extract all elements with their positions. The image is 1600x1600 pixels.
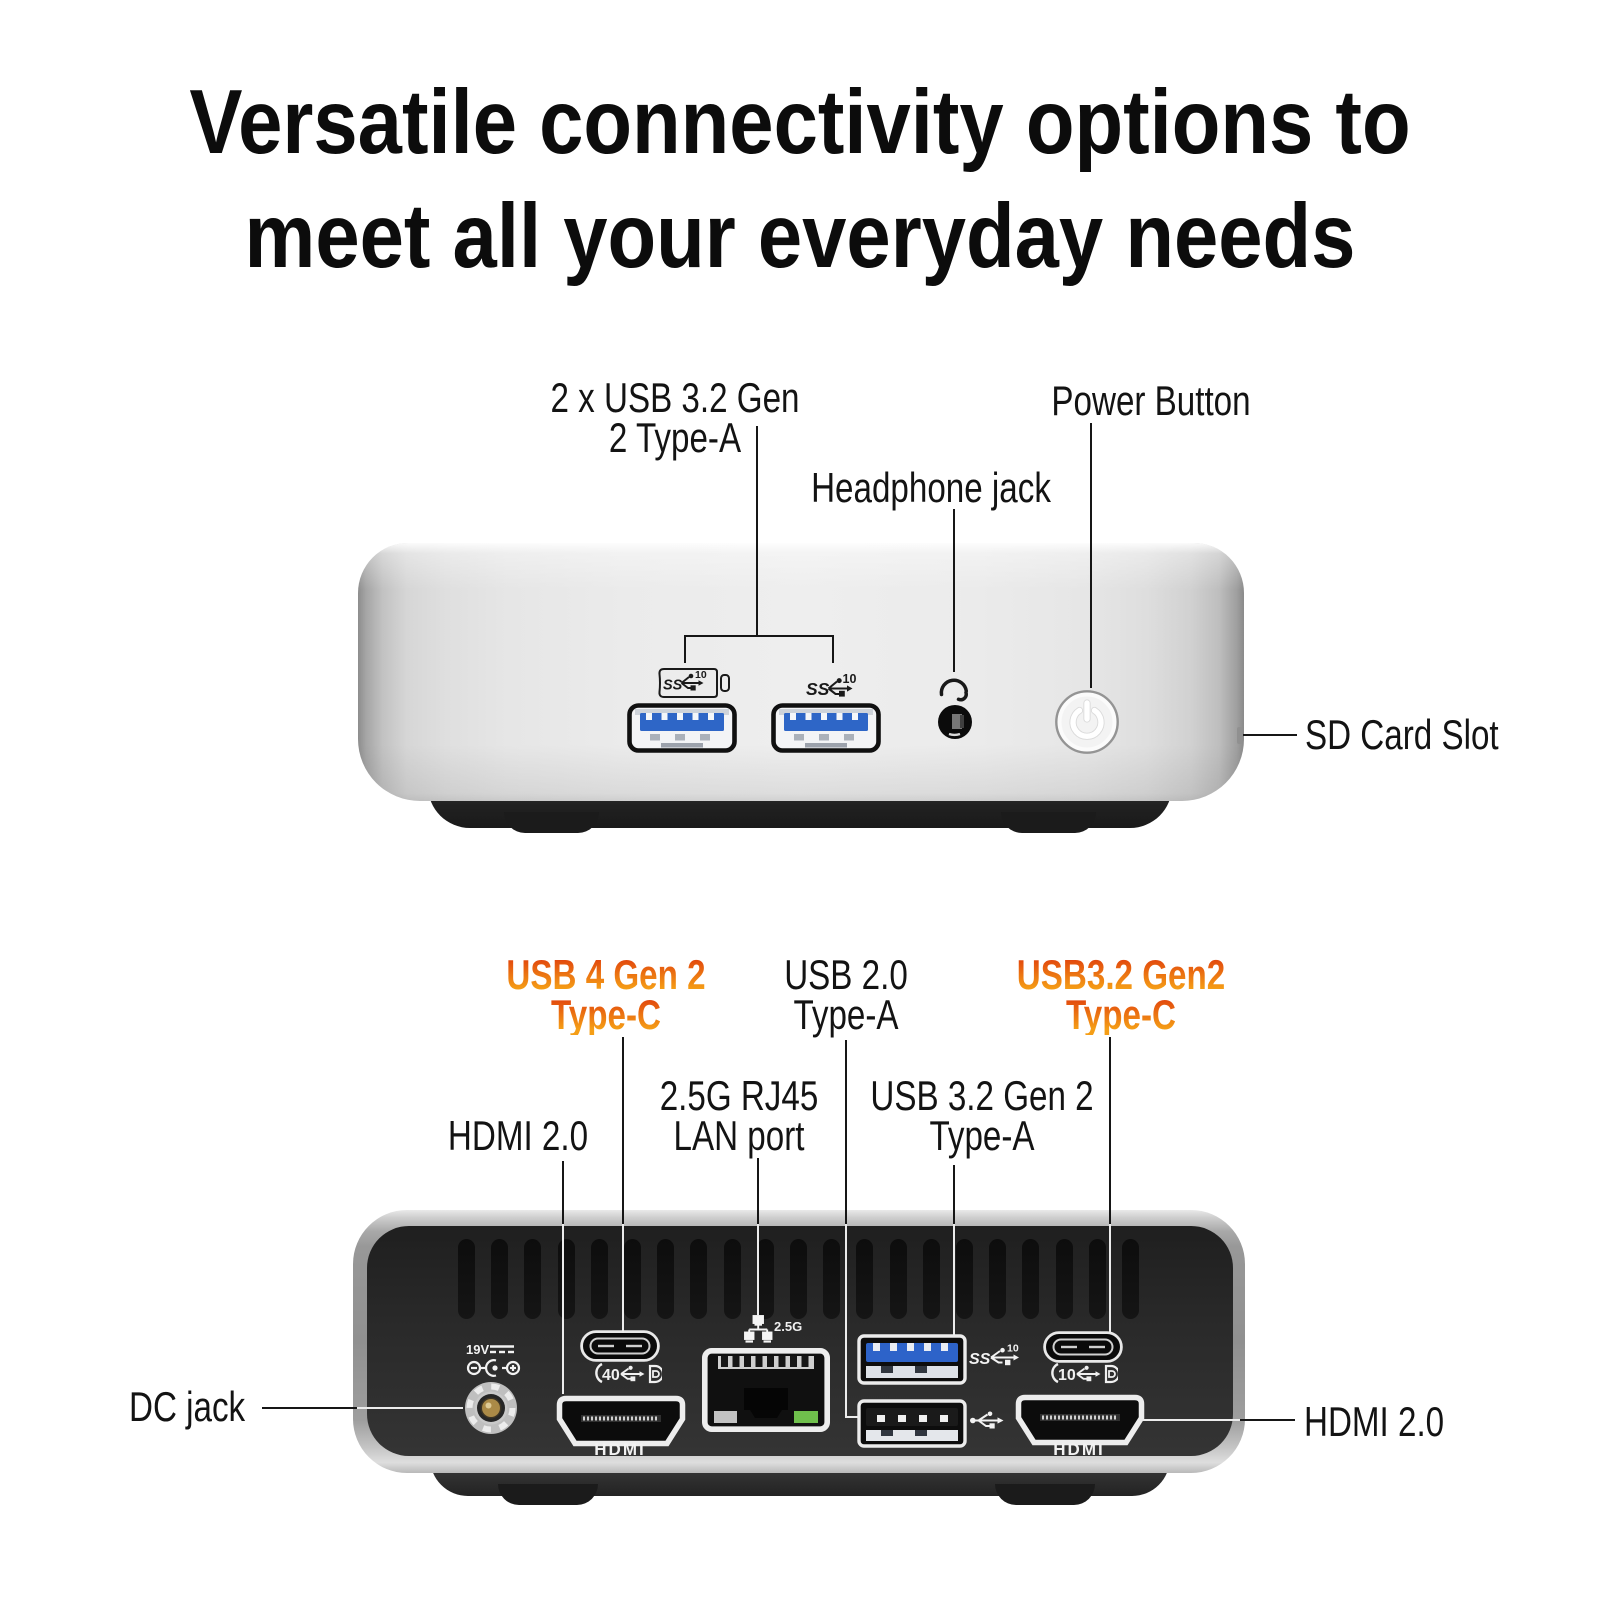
svg-text:10: 10 [843,672,857,686]
svg-text:SS: SS [806,679,830,699]
svg-text:10: 10 [1058,1367,1076,1384]
svg-text:HDMI: HDMI [594,1440,645,1459]
svg-text:10: 10 [695,669,707,681]
svg-text:19V: 19V [466,1342,489,1357]
svg-text:SS: SS [663,678,683,694]
svg-text:SS: SS [969,1351,991,1368]
svg-text:HDMI: HDMI [1053,1440,1104,1459]
svg-text:10: 10 [1007,1343,1019,1355]
svg-text:2.5G: 2.5G [774,1319,802,1334]
svg-text:40: 40 [602,1367,620,1384]
